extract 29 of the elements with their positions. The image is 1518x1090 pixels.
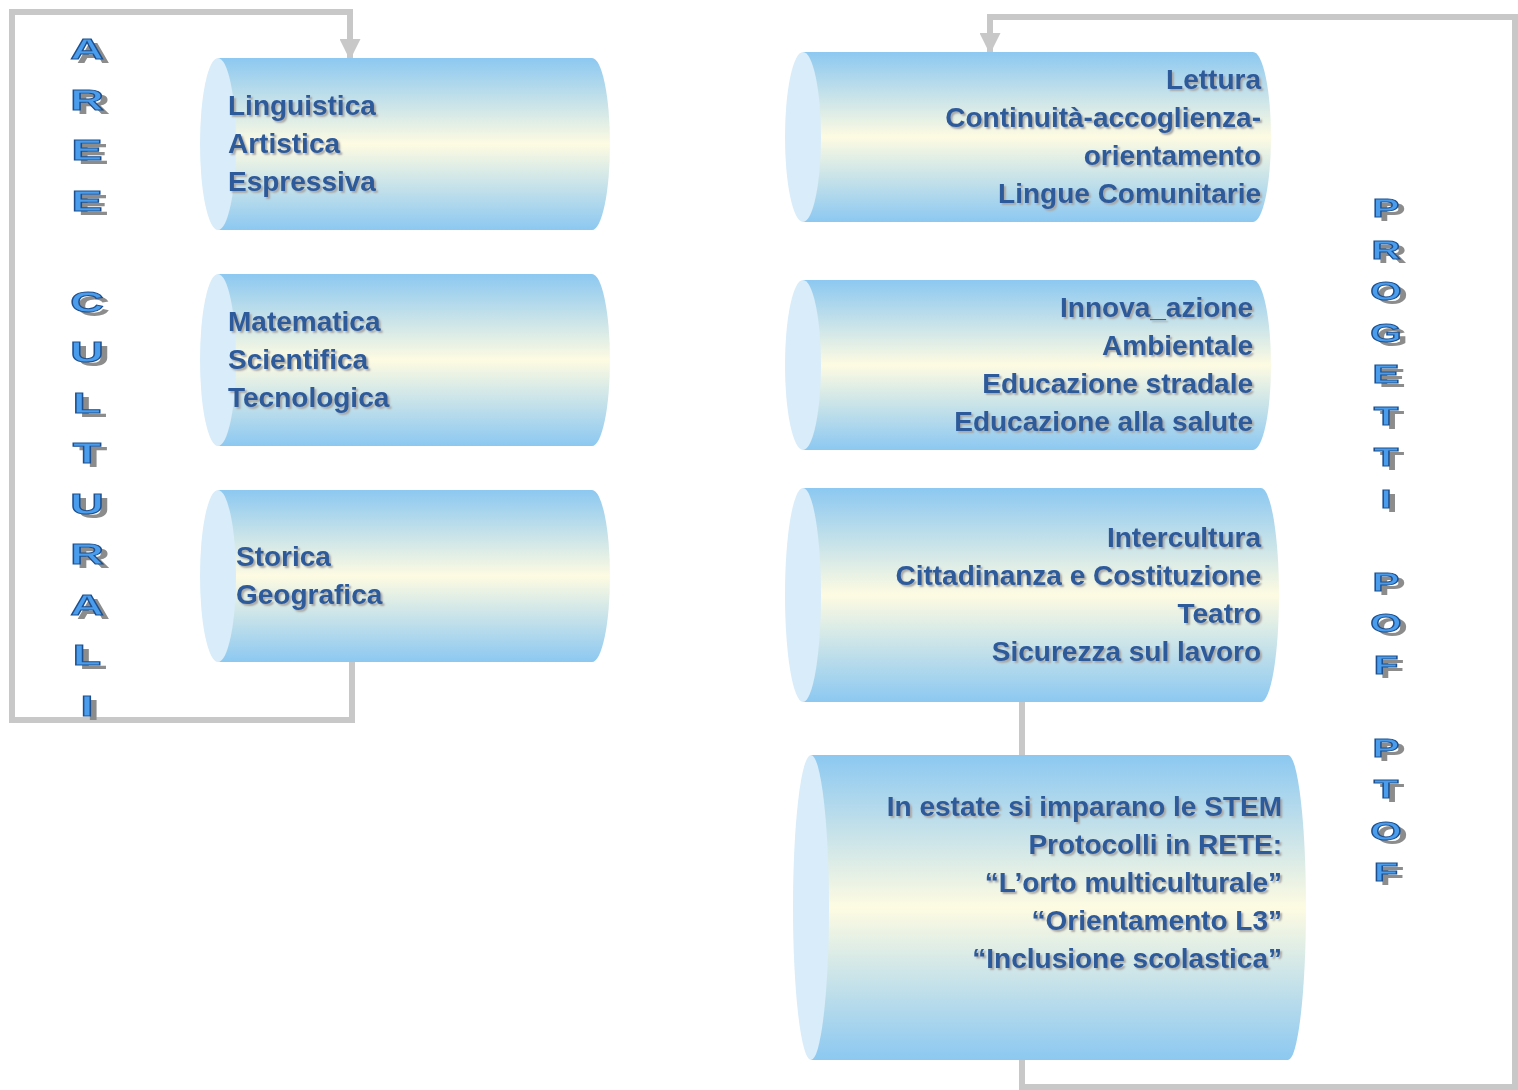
node-text: Innova_azione	[1059, 291, 1253, 325]
node-text: Cittadinanza e Costituzione	[894, 559, 1261, 593]
node-text: Matematica	[228, 305, 382, 339]
vertical-title: AREE CULTURALI	[69, 31, 105, 724]
node-text: Educazione stradale	[981, 367, 1253, 401]
node-text: Scientifica	[228, 343, 370, 377]
node-text: “L’orto multiculturale”	[983, 865, 1282, 900]
node-text: Linguistica	[228, 89, 377, 123]
node-text: Intercultura	[1105, 521, 1261, 555]
node-text: “Orientamento L3”	[1030, 903, 1282, 938]
node-text: “Inclusione scolastica”	[971, 941, 1282, 976]
node-text: Protocolli in RETE:	[1027, 827, 1282, 862]
node-text: Continuità-accoglienza-orientamento	[944, 101, 1261, 173]
node-text: Teatro	[1176, 597, 1261, 631]
node-text: Lingue Comunitarie	[997, 177, 1261, 211]
node-text: In estate si imparano le STEM	[885, 789, 1282, 824]
node-text: Educazione alla salute	[953, 405, 1253, 439]
node-text: Sicurezza sul lavoro	[990, 635, 1261, 669]
node-text: Lettura	[1165, 63, 1261, 97]
node-text: Espressiva	[228, 165, 377, 199]
node-text: Artistica	[228, 127, 342, 161]
arrow	[979, 14, 1518, 1090]
connector-line	[1019, 702, 1025, 755]
arrow	[9, 9, 361, 723]
node-text: Storica	[236, 540, 332, 574]
vertical-title: PROGETTI POF PTOF	[1369, 192, 1403, 890]
node-text: Geografica	[236, 578, 384, 612]
node-text: Tecnologica	[228, 381, 391, 415]
node-text: Ambientale	[1101, 329, 1253, 363]
